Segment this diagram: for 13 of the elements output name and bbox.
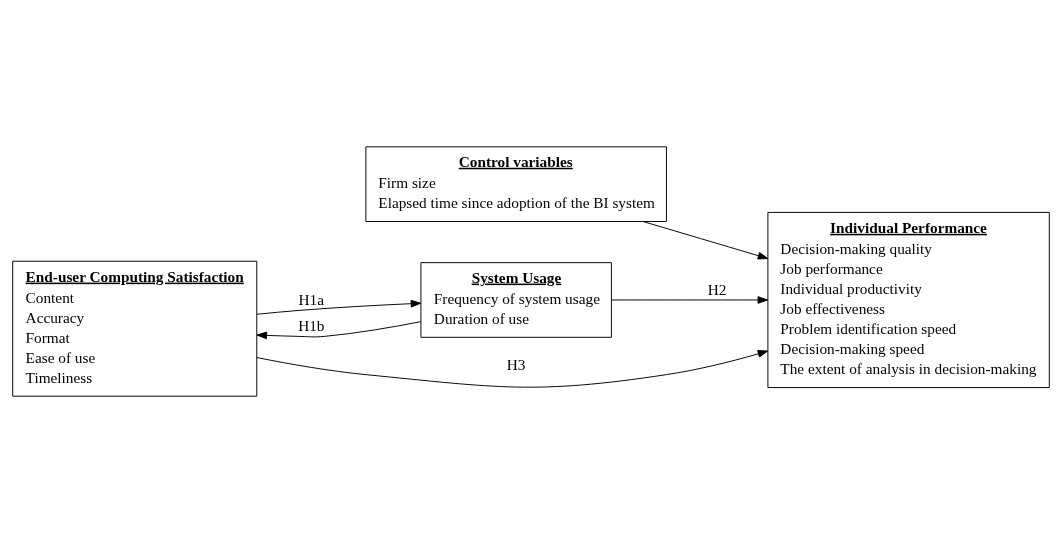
edge-label: H3	[506, 355, 526, 373]
node-box: Individual Performance Decision-making quality Job performance Individual productivity Job effectiveness Problem identification speed Decision-making speed The extent of analysis in decision-making	[767, 211, 1050, 388]
arrow	[256, 320, 422, 339]
node-box: End-user Computing Satisfaction Content Accuracy Format Ease of use Timeliness	[12, 260, 258, 397]
edge-label: H1b	[298, 316, 325, 334]
arrow	[256, 349, 769, 388]
arrow	[610, 295, 769, 304]
arrow	[256, 299, 422, 315]
node-box: Control variables Firm size Elapsed time since adoption of the BI system	[365, 145, 667, 222]
edge-label: H2	[707, 280, 727, 298]
edge-label: H1a	[298, 290, 325, 308]
node-box: System Usage Frequency of system usage Duration of use	[420, 261, 612, 338]
arrow	[642, 220, 769, 259]
